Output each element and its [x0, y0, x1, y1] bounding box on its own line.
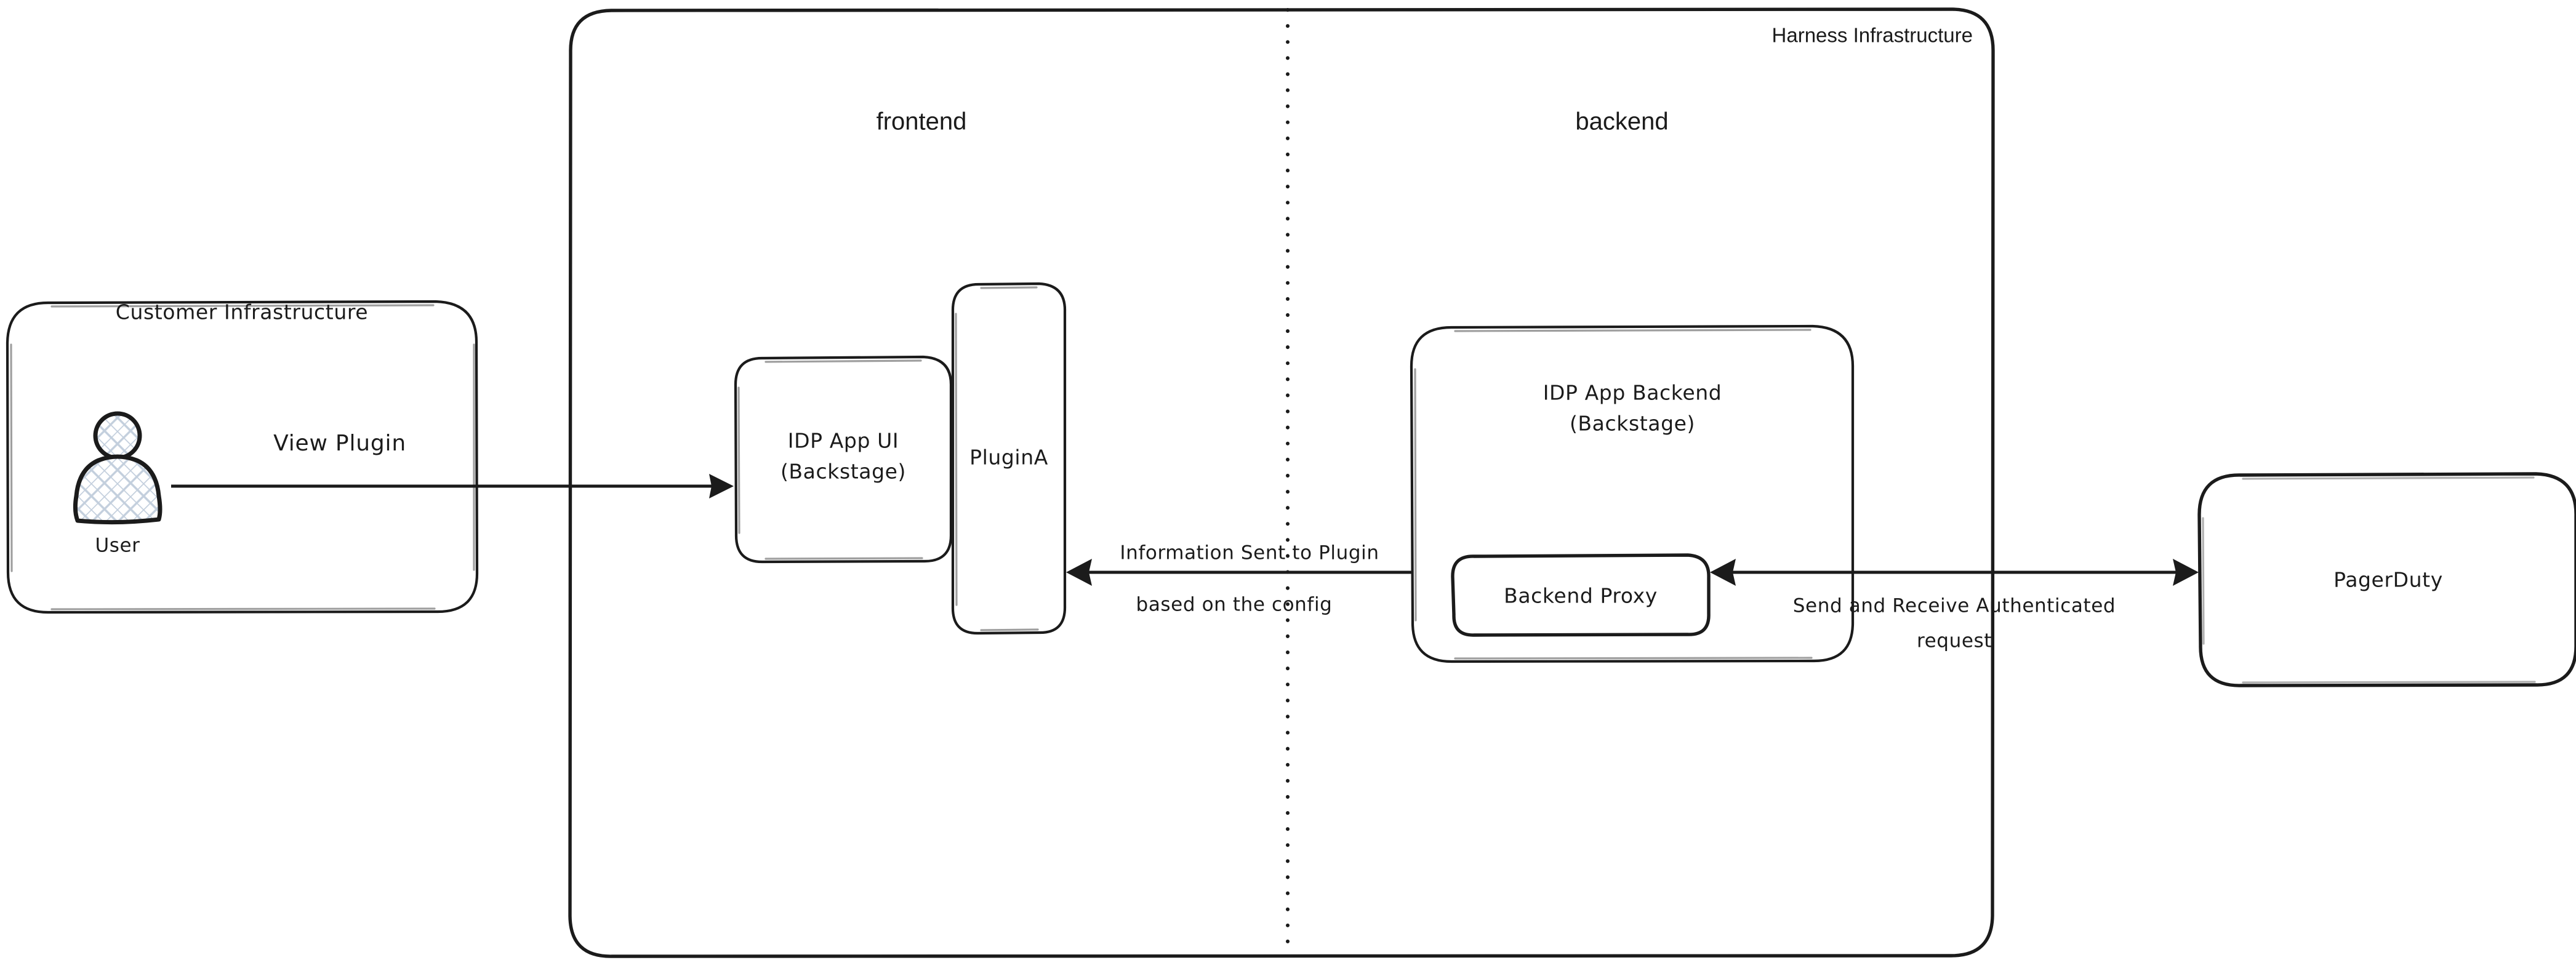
edge-send-receive-authenticated-request: Send and Receive Authenticated request: [1710, 559, 2199, 652]
edge-information-sent-to-plugin-label-line2: based on the config: [1136, 594, 1333, 616]
edge-view-plugin-label: View Plugin: [273, 431, 406, 456]
node-idp-app-ui-label-line1: IDP App UI: [788, 429, 899, 453]
node-plugin-a: PluginA: [951, 282, 1067, 635]
node-idp-app-backend-label-line2: (Backstage): [1570, 412, 1695, 436]
node-backend-proxy-label: Backend Proxy: [1504, 584, 1658, 608]
node-plugin-a-label: PluginA: [969, 446, 1048, 470]
edge-information-sent-to-plugin: Information Sent to Plugin based on the …: [1066, 542, 1411, 616]
zone-label-frontend: frontend: [877, 108, 967, 135]
edge-send-receive-label-line2: request: [1917, 630, 1992, 652]
node-idp-app-ui: IDP App UI (Backstage): [734, 355, 953, 564]
harness-infrastructure-label: Harness Infrastructure: [1772, 24, 1973, 47]
customer-infrastructure-label: Customer Infrastructure: [116, 300, 368, 324]
node-backend-proxy: Backend Proxy: [1451, 553, 1711, 637]
node-idp-app-ui-label-line2: (Backstage): [780, 460, 906, 484]
user-actor-label: User: [95, 535, 140, 557]
harness-infrastructure-container: Harness Infrastructure: [568, 7, 1995, 958]
customer-infrastructure-box: Customer Infrastructure: [6, 300, 479, 614]
edge-send-receive-label-line1: Send and Receive Authenticated: [1793, 595, 2116, 617]
edge-view-plugin: View Plugin: [171, 431, 734, 498]
zone-label-backend: backend: [1575, 108, 1668, 135]
node-pagerduty-label: PagerDuty: [2333, 568, 2443, 592]
user-actor-icon: [73, 411, 163, 525]
node-pagerduty: PagerDuty: [2197, 472, 2576, 687]
node-idp-app-backend-label-line1: IDP App Backend: [1543, 381, 1722, 405]
edge-information-sent-to-plugin-label-line1: Information Sent to Plugin: [1120, 542, 1379, 564]
